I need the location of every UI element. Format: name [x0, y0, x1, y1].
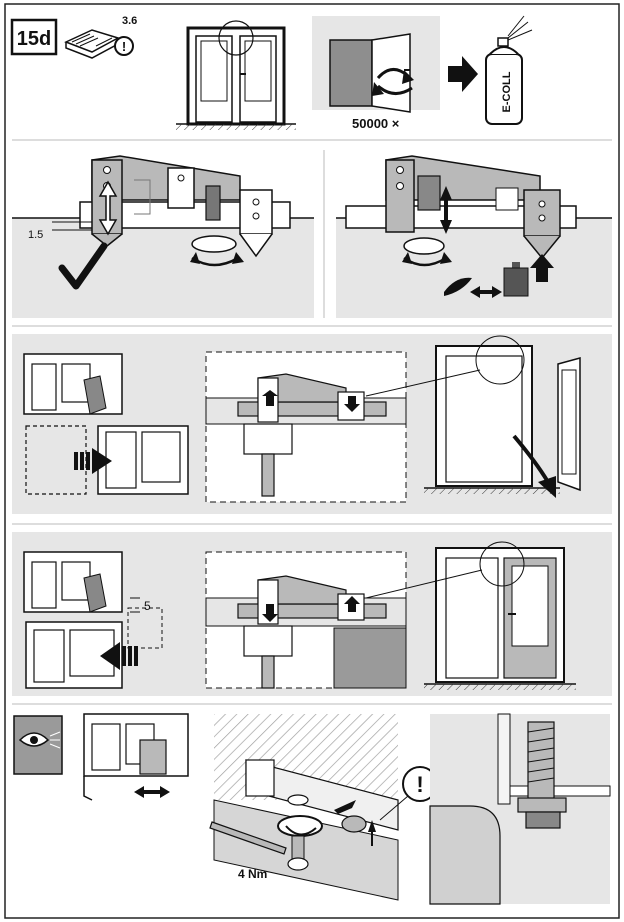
- rotate-knob-right-icon: [402, 237, 452, 267]
- arrow-right-icon: [448, 56, 478, 92]
- pivot-mechanism-detail: [237, 373, 387, 497]
- manual-book-icon: [64, 29, 120, 59]
- checkmark-icon: [58, 242, 108, 290]
- feather-icon: [444, 277, 472, 296]
- slide-arrow-icon: [74, 448, 112, 474]
- section-door-removal: [12, 334, 612, 525]
- warning-icon: !: [114, 36, 134, 56]
- spray-can-icon: E-COLL: [485, 15, 533, 125]
- frame-profile-adjust: [83, 713, 189, 801]
- section-door-installation: 5: [12, 532, 612, 705]
- double-door-illustration: [176, 20, 296, 130]
- svg-text:!: !: [416, 772, 423, 797]
- page-frame: [4, 3, 620, 919]
- svg-text:!: !: [122, 39, 126, 54]
- pivot-mechanism-left: [79, 155, 291, 258]
- double-door-closed-illustration: [365, 541, 576, 690]
- dimension-label-a: 1.5: [28, 229, 43, 241]
- cycles-label: 50000 ×: [352, 116, 400, 131]
- floor-panel-right: [336, 218, 612, 318]
- bolt-detail-illustration: [429, 713, 611, 905]
- lubricant-label: E-COLL: [501, 71, 513, 112]
- section-pivot-adjustment: 1.5: [12, 150, 612, 327]
- detail-view-box: [205, 351, 407, 503]
- weight-icon: [503, 262, 529, 297]
- adjust-arrow-icon: [98, 180, 118, 236]
- double-arrow-icon: [470, 286, 502, 298]
- section-maintenance-overview: 15d 3.6 !: [10, 15, 612, 141]
- pivot-mechanism-right: [345, 155, 577, 260]
- manual-reference: 3.6: [122, 15, 137, 27]
- frame-profile-left: [23, 353, 189, 495]
- slide-left-arrow-icon: [100, 642, 138, 670]
- eye-inspection-icon: [13, 715, 63, 775]
- step-badge-box: [10, 18, 58, 56]
- step-badge: 15d: [17, 28, 51, 50]
- up-arrow-icon: [530, 254, 554, 282]
- section-final-check: 4 Nm !: [13, 713, 611, 905]
- door-cycle-illustration: 50000 ×: [312, 16, 440, 131]
- door-open-illustration: [365, 335, 581, 498]
- rotate-knob-icon: [190, 235, 244, 267]
- torque-label: 4 Nm: [238, 867, 267, 881]
- pivot-mechanism-detail-2: [237, 575, 387, 689]
- dimension-label-b: 5: [144, 599, 151, 613]
- height-arrow-icon: [440, 186, 452, 234]
- installation-detail-illustration: 4 Nm: [209, 714, 399, 901]
